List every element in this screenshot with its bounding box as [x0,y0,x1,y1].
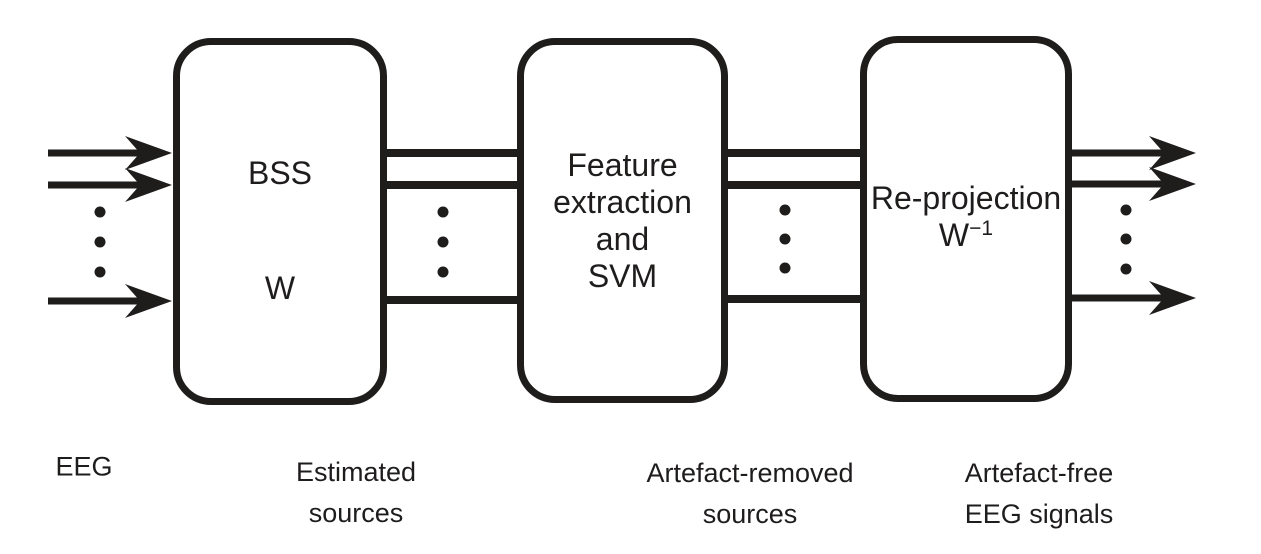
feature-box-line: and [595,220,650,257]
estimated-sources-label: Estimated sources [296,452,416,534]
feature-box-text: Feature extraction and SVM [524,45,721,396]
output-arrow [1068,136,1196,170]
output-arrow [1068,281,1196,315]
ellipsis-dots [94,206,106,278]
estimated-sources-lines [382,149,522,304]
eeg-input-label: EEG [55,451,113,482]
artefact-free-signals-label: Artefact-free EEG signals [965,453,1114,535]
inverse-matrix-label: W−1 [939,217,993,258]
artefact-free-line: EEG signals [964,499,1114,529]
inverse-matrix-base: W [938,217,970,253]
input-arrow [48,168,172,202]
output-arrow [1068,167,1196,201]
inverse-matrix-exponent: −1 [969,217,994,240]
estimated-sources-line: Estimated [295,457,417,487]
input-arrow [48,284,172,318]
feature-extraction-svm-box: Feature extraction and SVM [517,38,728,403]
artefact-removed-line: sources [702,499,798,529]
eeg-input-arrows [48,136,172,318]
bss-box: BSS W [173,38,387,405]
input-arrow [48,136,172,170]
artefact-removed-line: Artefact-removed [646,458,854,488]
unmixing-matrix-label: W [264,270,296,306]
reprojection-box-text: Re-projection W−1 [867,43,1065,395]
ellipsis-dots [1120,204,1132,275]
bss-box-label: BSS [247,155,313,191]
feature-box-line: Feature [567,146,678,183]
estimated-sources-line: sources [308,498,404,528]
reprojection-label: Re-projection [870,180,1062,216]
feature-box-line: extraction [553,183,692,220]
artefact-removed-lines [723,149,865,303]
feature-box-line: SVM [587,257,658,294]
artefact-free-line: Artefact-free [964,458,1114,488]
ellipsis-dots [437,206,449,278]
output-arrows [1068,136,1196,315]
reprojection-box: Re-projection W−1 [860,36,1072,402]
ellipsis-dots [779,204,791,274]
artefact-removed-sources-label: Artefact-removed sources [646,453,853,535]
